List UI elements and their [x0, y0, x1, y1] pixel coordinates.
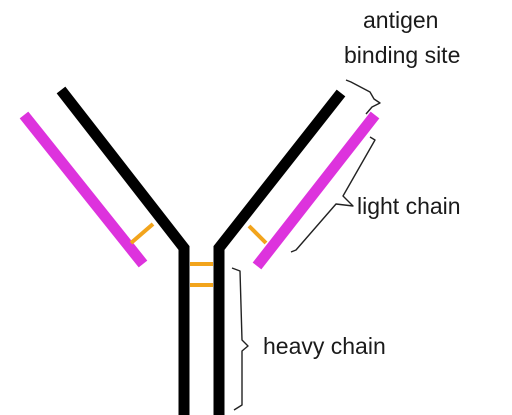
antigen-binding-site-brace [346, 80, 380, 114]
heavy-chain-brace [232, 268, 248, 410]
light-chains [24, 115, 375, 266]
light-chain-label: light chain [357, 193, 461, 219]
antigen-label-line2: binding site [344, 42, 460, 68]
disulfide-bond-left-arm [131, 224, 153, 243]
heavy-chain-left [61, 90, 184, 415]
disulfide-bond-right-arm [249, 226, 266, 243]
heavy-chain-label: heavy chain [263, 333, 386, 359]
disulfide-bonds [131, 224, 266, 285]
light-chain-left [24, 115, 143, 264]
heavy-chain-right [219, 93, 341, 415]
labels: antigen binding site light chain heavy c… [263, 7, 461, 359]
heavy-chains [61, 90, 341, 415]
antigen-label-line1: antigen [363, 7, 438, 33]
light-chain-right [257, 115, 375, 266]
